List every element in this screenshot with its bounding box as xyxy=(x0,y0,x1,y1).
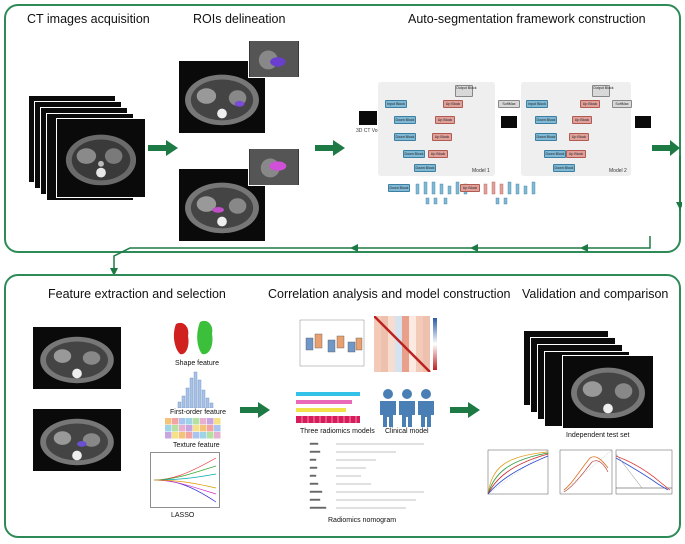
texture-feature-grid-icon xyxy=(165,418,221,439)
roi-zoom-image-2 xyxy=(248,148,300,186)
top-panel xyxy=(4,4,681,253)
first-order-histogram-icon xyxy=(177,371,214,408)
legend-up-block: Up Block xyxy=(460,184,480,192)
up-block-detail xyxy=(483,181,536,205)
title-validation: Validation and comparison xyxy=(522,287,669,301)
arrow-right-1 xyxy=(148,140,178,156)
decision-curve-chart xyxy=(615,449,673,495)
input-volume-label: 3D CT Volumes xyxy=(356,128,391,134)
connector-right-edge xyxy=(652,140,682,210)
softmax-2: SoftMax xyxy=(612,100,632,108)
model2-label: Model 2 xyxy=(609,168,627,174)
title-roi-delineation: ROIs delineation xyxy=(193,12,286,26)
up-block-1a: Up Block xyxy=(443,100,463,108)
model2-card xyxy=(521,82,631,176)
up-block-1b: Up Block xyxy=(435,116,455,124)
input-ct-volume xyxy=(358,110,378,126)
legend-down-block: Down Block xyxy=(388,184,410,192)
calibration-curve-chart xyxy=(559,449,613,495)
roi-ct-image-1 xyxy=(178,60,266,134)
up-block-2a: Up Block xyxy=(580,100,600,108)
up-block-2c: Up Block xyxy=(569,133,589,141)
arrow-right-2 xyxy=(315,140,345,156)
input-block-1: Input Block xyxy=(385,100,407,108)
texture-feature-label: Texture feature xyxy=(173,442,220,449)
down-block-2c: Down Block xyxy=(544,150,566,158)
up-block-2d: Up Block xyxy=(566,150,586,158)
lasso-label: LASSO xyxy=(171,512,195,519)
ct-slice-front xyxy=(56,118,146,198)
roc-curve-chart xyxy=(487,449,549,495)
independent-test-set-label: Independent test set xyxy=(566,432,630,439)
up-block-2b: Up Block xyxy=(572,116,592,124)
shape-feature-icon xyxy=(173,320,213,355)
feature-ct-image-2 xyxy=(32,408,122,472)
boxplot-chart xyxy=(299,319,365,367)
clinical-model-label: Clinical model xyxy=(385,428,429,435)
radiomics-nomogram-chart xyxy=(309,442,424,509)
down-block-2a: Down Block xyxy=(535,116,557,124)
three-radiomics-models-label: Three radiomics models xyxy=(300,428,375,435)
correlation-heatmap xyxy=(374,316,437,372)
input-block-2: Input Block xyxy=(526,100,548,108)
bottom-panel xyxy=(4,274,681,538)
mid-ct-volume xyxy=(500,115,518,129)
down-block-1d: Down Block xyxy=(414,164,436,172)
down-block-detail xyxy=(415,181,468,205)
up-block-1c: Up Block xyxy=(432,133,452,141)
model1-label: Model 1 xyxy=(472,168,490,174)
output-block-1: Output Block xyxy=(455,85,477,97)
first-order-feature-label: First-order feature xyxy=(170,409,227,416)
down-block-1a: Down Block xyxy=(394,116,416,124)
title-ct-acquisition: CT images acquisition xyxy=(27,12,150,26)
radiomics-models-bars xyxy=(296,392,360,423)
title-correlation: Correlation analysis and model construct… xyxy=(268,287,511,301)
down-block-2b: Down Block xyxy=(535,133,557,141)
connector-bottom-left xyxy=(110,236,651,276)
title-feature-extraction: Feature extraction and selection xyxy=(48,287,226,301)
validation-ct-front xyxy=(562,355,654,429)
up-block-1d: Up Block xyxy=(428,150,448,158)
output-ct-volume xyxy=(634,115,652,129)
shape-feature-label: Shape feature xyxy=(175,360,219,367)
roi-zoom-image-1 xyxy=(248,40,300,78)
radiomics-nomogram-label: Radiomics nomogram xyxy=(328,517,397,524)
feature-ct-image-1 xyxy=(32,326,122,390)
output-block-2: Output Block xyxy=(592,85,614,97)
title-auto-segmentation: Auto-segmentation framework construction xyxy=(408,12,646,26)
model1-card xyxy=(378,82,495,176)
arrow-right-4 xyxy=(450,402,480,418)
clinical-people-icon xyxy=(380,389,434,427)
roi-ct-image-2 xyxy=(178,168,266,242)
down-block-2d: Down Block xyxy=(553,164,575,172)
softmax-1: SoftMax xyxy=(498,100,520,108)
down-block-1c: Down Block xyxy=(403,150,425,158)
down-block-1b: Down Block xyxy=(394,133,416,141)
arrow-right-3 xyxy=(240,402,270,418)
lasso-plot-icon xyxy=(150,452,220,508)
